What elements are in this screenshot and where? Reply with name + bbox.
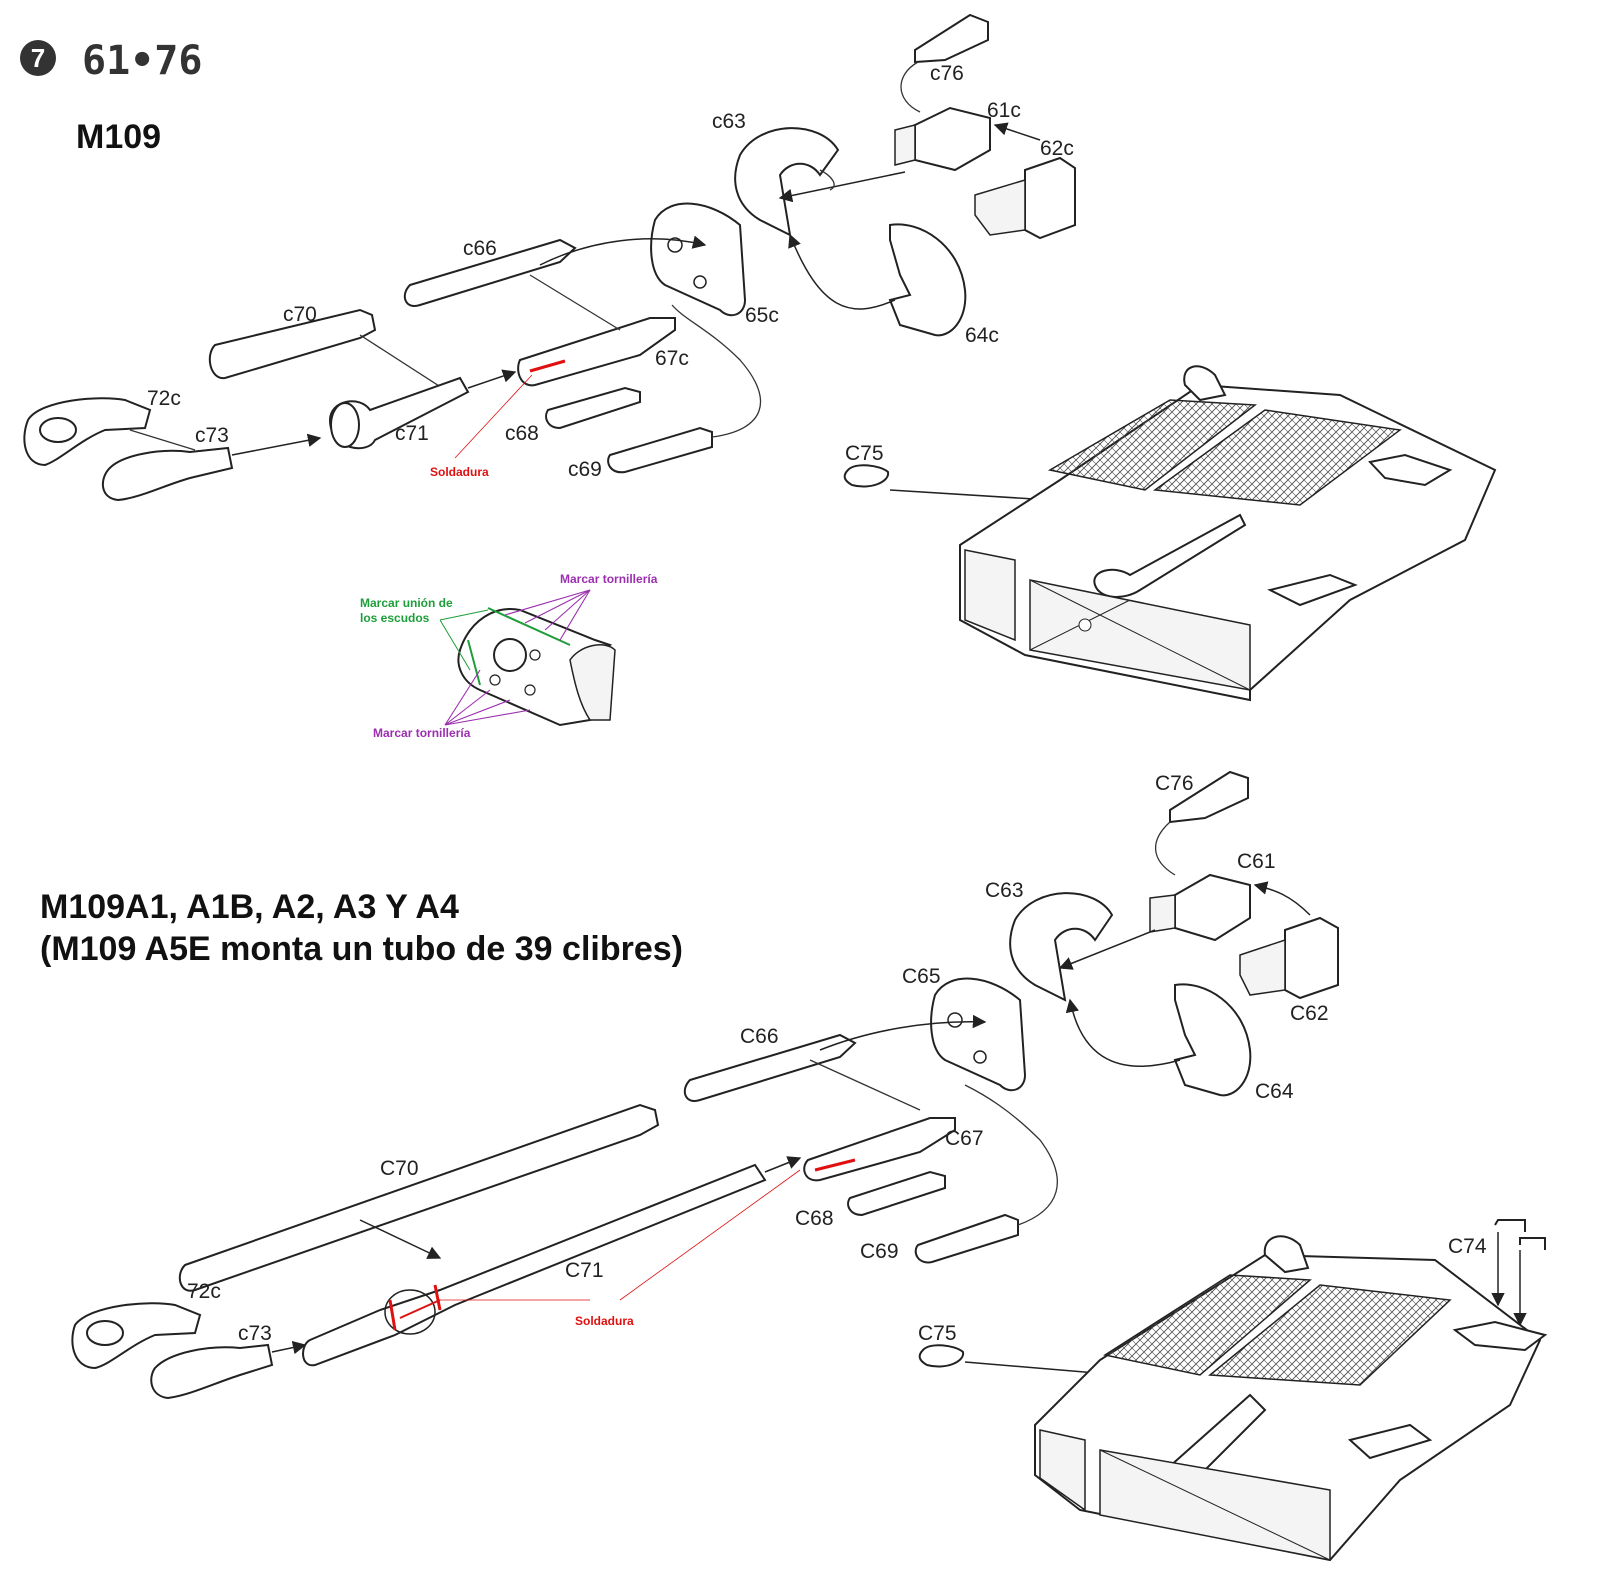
label-c63-a: C63 bbox=[985, 879, 1024, 902]
label-c76-a: C76 bbox=[1155, 772, 1194, 795]
join-note-line2: los escudos bbox=[360, 611, 430, 625]
step-parts-range: 61•76 bbox=[82, 38, 202, 84]
part-c75-a bbox=[918, 1344, 965, 1368]
part-c64-a bbox=[1173, 983, 1252, 1097]
part-c63 bbox=[734, 127, 840, 237]
weld-note-m109: Soldadura bbox=[430, 465, 489, 479]
label-c66: c66 bbox=[463, 237, 497, 260]
step-header: 7 61•76 bbox=[20, 38, 202, 84]
part-c74-a bbox=[1494, 1219, 1526, 1232]
label-65c: 65c bbox=[745, 304, 779, 327]
part-c68 bbox=[545, 386, 641, 430]
m109a-title-line2: (M109 A5E monta un tubo de 39 clibres) bbox=[40, 930, 683, 968]
part-c62-a bbox=[1284, 916, 1339, 1000]
part-c71-a bbox=[302, 1163, 767, 1367]
part-c73-a bbox=[150, 1343, 274, 1400]
part-c69-a bbox=[914, 1213, 1019, 1264]
part-c63-a bbox=[1009, 892, 1114, 1002]
label-c63: c63 bbox=[712, 110, 746, 133]
hull-drawing-lower bbox=[1034, 1235, 1548, 1562]
part-c70-a bbox=[178, 1103, 660, 1292]
part-72c-a bbox=[71, 1302, 202, 1370]
bolts-note-top: Marcar tornillería bbox=[560, 572, 658, 586]
label-c62-a: C62 bbox=[1290, 1002, 1329, 1025]
step-number-badge bbox=[20, 40, 56, 76]
label-c74-a: C74 bbox=[1448, 1235, 1487, 1258]
label-c69: c69 bbox=[568, 458, 602, 481]
m109-title: M109 bbox=[76, 118, 161, 156]
part-c66-a bbox=[683, 1033, 857, 1102]
part-c65-a bbox=[930, 977, 1027, 1092]
part-c70 bbox=[208, 308, 377, 380]
part-65c bbox=[650, 202, 747, 317]
weld-mark-67c bbox=[529, 359, 566, 373]
label-c64-a: C64 bbox=[1255, 1080, 1294, 1103]
label-c68: c68 bbox=[505, 422, 539, 445]
label-c71: c71 bbox=[395, 422, 429, 445]
label-c67-a: C67 bbox=[945, 1127, 984, 1150]
label-c73-a: c73 bbox=[238, 1322, 272, 1345]
mantlet-detail: Marcar unión de los escudos Marcar torni… bbox=[360, 572, 658, 740]
m109a-section: M109A1, A1B, A2, A3 Y A4 (M109 A5E monta… bbox=[40, 770, 1548, 1562]
label-c61-a: C61 bbox=[1237, 850, 1276, 873]
part-c61-a bbox=[1174, 873, 1251, 942]
label-72c: 72c bbox=[147, 387, 181, 410]
part-c67-a bbox=[803, 1117, 956, 1182]
label-c69-a: C69 bbox=[860, 1240, 899, 1263]
part-72c bbox=[23, 397, 152, 467]
label-67c: 67c bbox=[655, 347, 689, 370]
part-c75-m109 bbox=[843, 464, 890, 488]
m109-section: M109 c76 61c 62c c63 64c 65c c66 bbox=[23, 13, 1497, 702]
part-61c bbox=[914, 106, 991, 172]
weld-mark-c71-a bbox=[388, 1299, 397, 1331]
label-61c: 61c bbox=[987, 99, 1021, 122]
part-67c bbox=[517, 317, 676, 387]
label-c76: c76 bbox=[930, 62, 964, 85]
weld-note-m109a: Soldadura bbox=[575, 1314, 634, 1328]
part-c68-a bbox=[847, 1170, 946, 1217]
step-number: 7 bbox=[31, 43, 45, 73]
join-note-line1: Marcar unión de bbox=[360, 596, 453, 610]
weld-mark-c71-b bbox=[433, 1284, 442, 1311]
label-c68-a: C68 bbox=[795, 1207, 834, 1230]
bolts-note-bottom: Marcar tornillería bbox=[373, 726, 471, 740]
label-64c: 64c bbox=[965, 324, 999, 347]
label-c75-a: C75 bbox=[918, 1322, 957, 1345]
label-c70-a: C70 bbox=[380, 1157, 419, 1180]
part-62c bbox=[1024, 156, 1076, 240]
hull-drawing-upper bbox=[959, 365, 1497, 702]
part-c64 bbox=[888, 223, 967, 337]
label-72c-a: 72c bbox=[187, 1280, 221, 1303]
part-c73 bbox=[101, 446, 234, 502]
label-62c: 62c bbox=[1040, 137, 1074, 160]
weld-mark-c67 bbox=[814, 1158, 856, 1172]
part-c74-b bbox=[1519, 1237, 1546, 1250]
label-c70: c70 bbox=[283, 303, 317, 326]
label-c65-a: C65 bbox=[902, 965, 941, 988]
part-c69 bbox=[607, 426, 713, 474]
label-c71-a: C71 bbox=[565, 1259, 604, 1282]
part-c76 bbox=[914, 13, 989, 64]
label-c75-m109: C75 bbox=[845, 442, 884, 465]
label-c73: c73 bbox=[195, 424, 229, 447]
label-c66-a: C66 bbox=[740, 1025, 779, 1048]
m109a-title-line1: M109A1, A1B, A2, A3 Y A4 bbox=[40, 888, 459, 926]
